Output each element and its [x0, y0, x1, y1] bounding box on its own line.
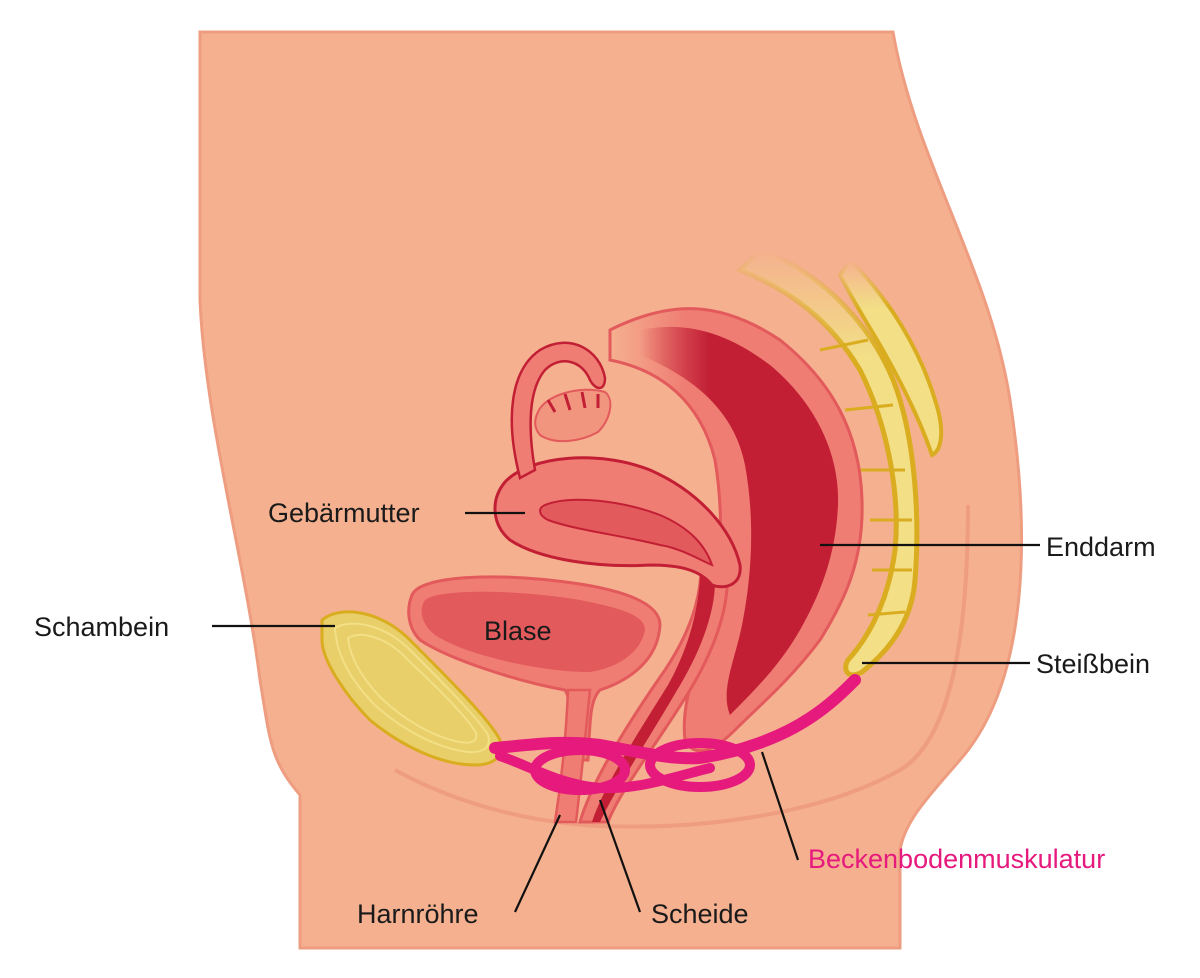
pelvic-cavity-outline	[394, 504, 970, 829]
fallopian-tube-ovary	[510, 341, 612, 480]
leader-pelvic-floor	[760, 751, 800, 861]
label-pelvic-floor: Beckenbodenmuskulatur	[808, 844, 1105, 874]
label-coccyx: Steißbein	[1036, 649, 1150, 679]
uterus	[493, 456, 742, 589]
label-rectum: Enddarm	[1046, 532, 1156, 562]
label-urethra: Harnröhre	[357, 899, 479, 929]
label-vagina: Scheide	[651, 899, 749, 929]
leader-vagina	[598, 799, 642, 913]
rectum	[608, 307, 864, 753]
label-bladder: Blase	[484, 616, 552, 646]
label-pubic-bone: Schambein	[34, 612, 169, 642]
sacrum-coccyx	[735, 247, 944, 678]
leader-urethra	[514, 814, 561, 913]
pelvic-floor-muscles	[489, 674, 861, 795]
label-uterus: Gebärmutter	[268, 498, 420, 528]
bladder	[407, 575, 662, 762]
